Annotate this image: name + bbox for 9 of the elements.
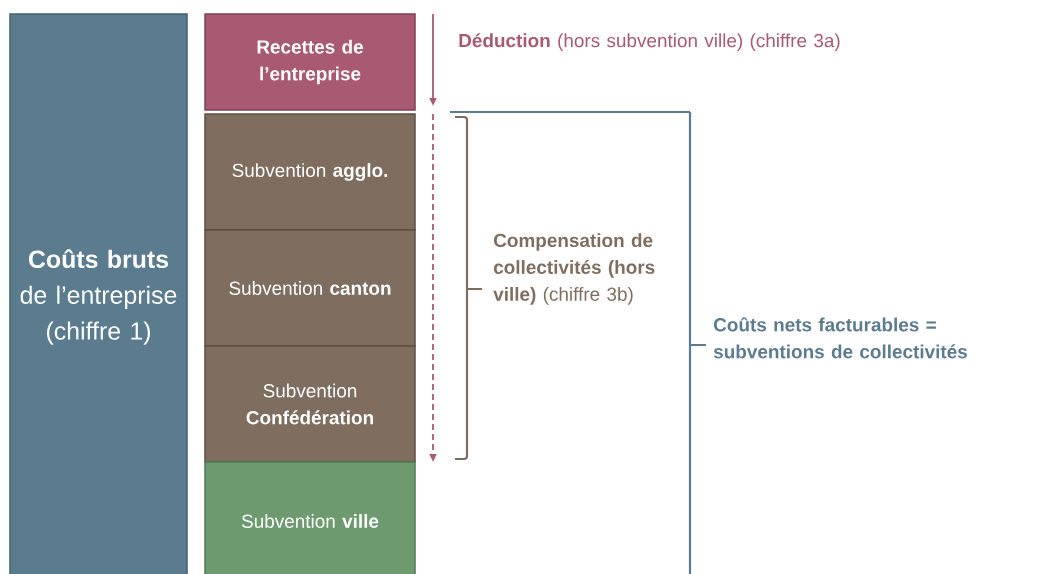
stacked-block: Subvention ville <box>204 461 416 574</box>
stacked-block: Subvention Confédération <box>204 345 416 463</box>
cost-column: Coûts bruts de l’entreprise (chiffre 1) <box>9 13 188 574</box>
annotation-text: Déduction (hors subvention ville) (chiffre 3a) <box>459 33 840 51</box>
annotation-text: Coûts nets facturables = subventions de collectivités <box>713 317 967 359</box>
stacked-block: Subvention agglo. <box>204 113 416 231</box>
stacked-block: Recettes de l’entreprise <box>204 13 416 111</box>
annotation-text: Compensation de collectivités (hors ville) (chiffre 3b) <box>493 233 655 305</box>
stacked-block: Subvention canton <box>204 229 416 347</box>
